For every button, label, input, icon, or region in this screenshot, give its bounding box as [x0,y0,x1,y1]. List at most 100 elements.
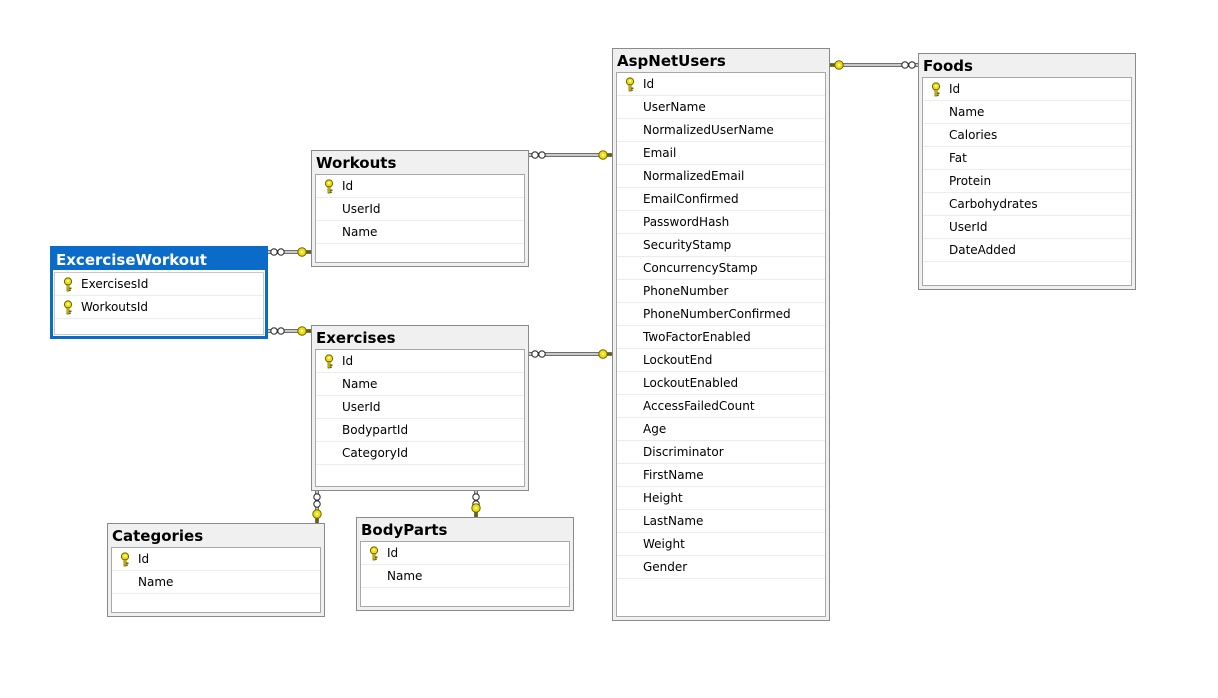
column-row[interactable]: Id [112,548,320,571]
column-row[interactable]: Email [617,142,825,165]
relationship-excerciseworkout-workouts [268,247,311,257]
column-name: ExercisesId [81,277,149,291]
column-row[interactable]: Calories [923,124,1131,147]
column-row[interactable]: Age [617,418,825,441]
column-row[interactable]: Name [316,373,524,396]
column-row[interactable]: TwoFactorEnabled [617,326,825,349]
column-name: PasswordHash [643,215,730,229]
column-name: NormalizedEmail [643,169,745,183]
primary-key-icon [63,277,73,292]
column-row[interactable]: Name [923,101,1131,124]
column-row[interactable]: Id [316,350,524,373]
column-name: LastName [643,514,704,528]
column-row[interactable]: Weight [617,533,825,556]
table-title[interactable]: Foods [923,57,973,75]
infinity-icon [531,151,546,159]
column-name: LockoutEnd [643,353,713,367]
column-row[interactable]: Id [617,73,825,96]
column-name: Protein [949,174,992,188]
column-row[interactable]: Carbohydrates [923,193,1131,216]
relationship-exercises-categories [312,491,322,523]
column-name: FirstName [643,468,704,482]
relationship-foods-aspnetusers [830,60,918,70]
relationship-exercises-aspnetusers [529,349,612,359]
column-row[interactable]: FirstName [617,464,825,487]
column-row[interactable]: UserId [316,198,524,221]
column-row[interactable]: LockoutEnd [617,349,825,372]
column-row[interactable]: DateAdded [923,239,1131,262]
column-row[interactable]: PhoneNumberConfirmed [617,303,825,326]
column-row[interactable]: ExercisesId [55,273,263,296]
column-name: Weight [643,537,685,551]
column-row[interactable]: Id [316,175,524,198]
column-row[interactable]: PhoneNumber [617,280,825,303]
column-row[interactable]: Gender [617,556,825,579]
column-name: Fat [949,151,967,165]
primary-key-icon [369,546,379,561]
column-name: Name [342,225,378,239]
primary-key-icon [625,77,635,92]
column-name: TwoFactorEnabled [643,330,751,344]
column-row[interactable]: Name [112,571,320,594]
column-row[interactable]: Discriminator [617,441,825,464]
column-row[interactable]: PasswordHash [617,211,825,234]
relationship-excerciseworkout-exercises [268,326,311,336]
column-name: Id [949,82,961,96]
foreign-key-icon [312,509,322,523]
column-row[interactable]: Protein [923,170,1131,193]
column-row[interactable]: LockoutEnabled [617,372,825,395]
column-row[interactable]: Fat [923,147,1131,170]
column-row[interactable]: UserId [923,216,1131,239]
column-row[interactable]: Id [361,542,569,565]
column-row[interactable]: BodypartId [316,419,524,442]
column-row[interactable]: Name [361,565,569,588]
column-name: UserId [342,400,381,414]
column-row[interactable]: Name [316,221,524,244]
column-row[interactable]: UserId [316,396,524,419]
column-row[interactable]: SecurityStamp [617,234,825,257]
column-row[interactable]: LastName [617,510,825,533]
column-row[interactable]: NormalizedEmail [617,165,825,188]
table-title[interactable]: AspNetUsers [617,52,726,70]
column-row[interactable]: ConcurrencyStamp [617,257,825,280]
column-row[interactable]: AccessFailedCount [617,395,825,418]
column-name: Id [342,354,354,368]
infinity-icon [270,327,285,335]
column-name: PhoneNumberConfirmed [643,307,791,321]
foreign-key-icon [297,326,311,336]
column-name: Name [138,575,174,589]
column-row[interactable]: Height [617,487,825,510]
infinity-icon [901,61,916,69]
column-row[interactable]: EmailConfirmed [617,188,825,211]
column-name: UserName [643,100,706,114]
relationship-exercises-bodyparts [471,491,481,517]
column-name: Height [643,491,683,505]
column-name: CategoryId [342,446,408,460]
column-name: Id [342,179,354,193]
column-row[interactable]: NormalizedUserName [617,119,825,142]
table-title[interactable]: ExcerciseWorkout [53,249,265,270]
table-title[interactable]: Exercises [316,329,396,347]
column-name: Name [949,105,985,119]
table-title[interactable]: Workouts [316,154,397,172]
column-row[interactable]: UserName [617,96,825,119]
column-row[interactable]: Id [923,78,1131,101]
table-title[interactable]: BodyParts [361,521,448,539]
column-row[interactable]: CategoryId [316,442,524,465]
column-row[interactable]: WorkoutsId [55,296,263,319]
column-name: Id [643,77,655,91]
table-title[interactable]: Categories [112,527,204,545]
column-name: Id [138,552,150,566]
column-name: Name [387,569,423,583]
